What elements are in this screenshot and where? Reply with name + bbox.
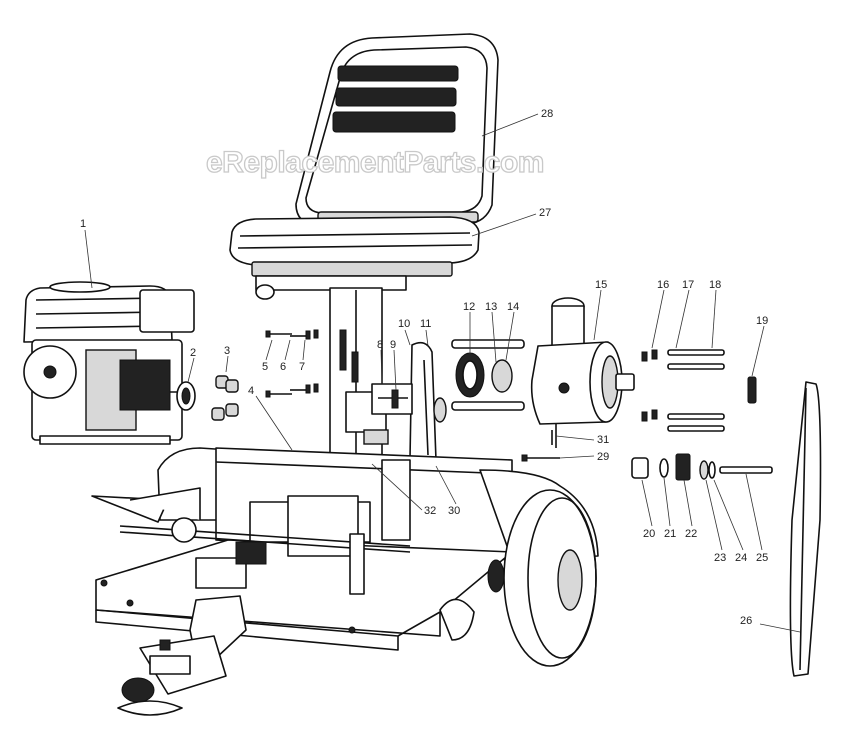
callout-31: 31 — [597, 434, 609, 446]
callout-16: 16 — [657, 279, 669, 291]
callout-2: 2 — [190, 347, 196, 359]
engine[interactable] — [23, 281, 195, 445]
callout-17: 17 — [682, 279, 694, 291]
callout-10: 10 — [398, 318, 410, 330]
seat-post — [329, 287, 389, 459]
callout-13: 13 — [485, 301, 497, 313]
callout-3: 3 — [224, 345, 230, 357]
hub-assembly[interactable] — [631, 453, 773, 481]
callout-14: 14 — [507, 301, 519, 313]
hitch-tongue — [117, 595, 247, 716]
callout-15: 15 — [595, 279, 607, 291]
gearbox[interactable] — [530, 297, 635, 448]
callout-11: 11 — [420, 318, 431, 330]
callout-8: 8 — [377, 339, 383, 351]
leader-lines — [84, 113, 801, 633]
callout-18: 18 — [709, 279, 721, 291]
gearbox-bolts[interactable] — [641, 349, 725, 432]
callout-23: 23 — [714, 552, 726, 564]
bolts-upper[interactable] — [265, 329, 319, 398]
callout-20: 20 — [643, 528, 655, 540]
callout-6: 6 — [280, 361, 286, 373]
small-bolts[interactable] — [521, 430, 560, 462]
wheel-left — [439, 559, 505, 641]
drive-shafts[interactable] — [451, 339, 525, 411]
belt-guard[interactable] — [409, 341, 447, 467]
callout-5: 5 — [262, 361, 268, 373]
spacers[interactable] — [211, 375, 239, 421]
blade[interactable] — [789, 381, 822, 677]
callout-24: 24 — [735, 552, 747, 564]
callout-29: 29 — [597, 451, 609, 463]
seat-cushion[interactable] — [229, 216, 480, 300]
callout-9: 9 — [390, 339, 396, 351]
callout-22: 22 — [685, 528, 697, 540]
callout-1: 1 — [80, 218, 86, 230]
key-part-19[interactable] — [747, 376, 757, 404]
watermark: eReplacementParts.com — [206, 146, 544, 179]
callout-19: 19 — [756, 315, 768, 327]
callout-30: 30 — [448, 505, 460, 517]
callout-28: 28 — [541, 108, 553, 120]
callout-4: 4 — [248, 385, 254, 397]
callout-7: 7 — [299, 361, 305, 373]
callout-32: 32 — [424, 505, 436, 517]
callout-25: 25 — [756, 552, 768, 564]
callout-12: 12 — [463, 301, 475, 313]
callout-labels: 1 2 3 4 5 6 7 8 9 10 11 12 13 14 15 16 1… — [80, 108, 768, 627]
tensioner-bracket[interactable] — [371, 383, 413, 415]
callout-27: 27 — [539, 207, 551, 219]
callout-26: 26 — [740, 615, 752, 627]
seat-back[interactable] — [295, 33, 499, 227]
callout-21: 21 — [664, 528, 676, 540]
engine-pulley[interactable] — [176, 381, 196, 411]
wheel-right — [503, 489, 597, 667]
